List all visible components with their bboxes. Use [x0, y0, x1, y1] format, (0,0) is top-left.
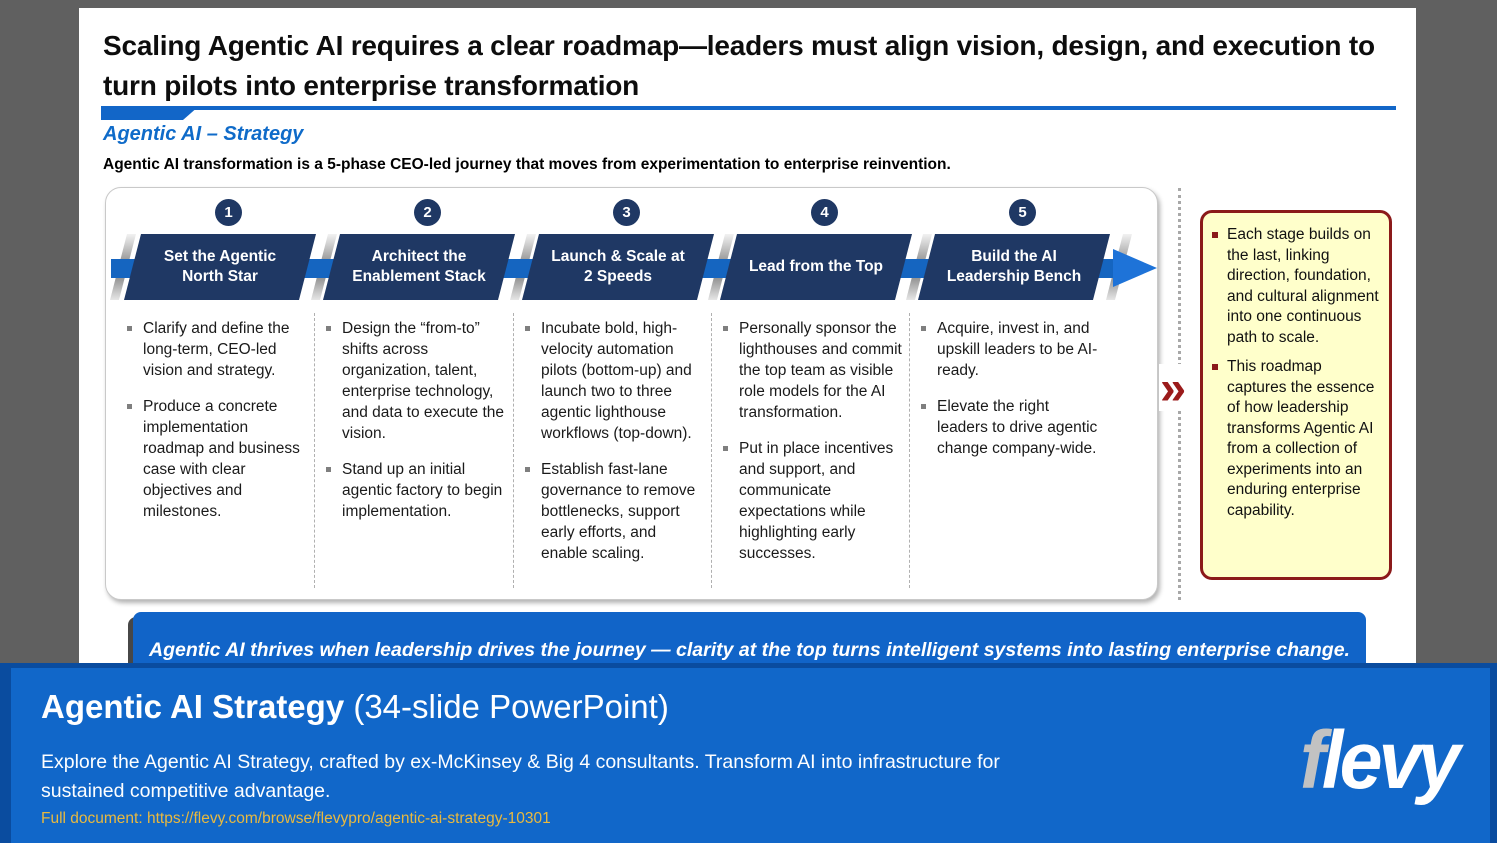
column-divider: [711, 313, 712, 588]
bullet-item: Elevate the right leaders to drive agent…: [920, 396, 1100, 459]
phase-2-title: Architect the Enablement Stack: [352, 248, 486, 285]
title-underline-thick: [101, 106, 199, 120]
column-divider: [314, 313, 315, 588]
phase-1-number-badge: 1: [215, 199, 242, 226]
bullet-item: Incubate bold, high-velocity automation …: [524, 318, 704, 444]
takeaway-text: Agentic AI thrives when leadership drive…: [149, 639, 1350, 661]
bullet-item: Acquire, invest in, and upskill leaders …: [920, 318, 1100, 381]
phase-4-title: Lead from the Top: [748, 258, 884, 275]
phase-1-details: Clarify and define the long-term, CEO-le…: [126, 318, 306, 537]
phase-4-details: Personally sponsor the lighthouses and c…: [722, 318, 902, 579]
column-divider: [513, 313, 514, 588]
phase-5-details: Acquire, invest in, and upskill leaders …: [920, 318, 1100, 474]
bullet-item: Clarify and define the long-term, CEO-le…: [126, 318, 306, 381]
phase-2-number-badge: 2: [414, 199, 441, 226]
document-title: Agentic AI Strategy (34-slide PowerPoint…: [41, 688, 669, 726]
slide-intro: Agentic AI transformation is a 5-phase C…: [103, 156, 951, 173]
flevy-logo-rest: levy: [1321, 715, 1461, 806]
document-link-label: Full document:: [41, 810, 147, 827]
phase-2-chevron: Architect the Enablement Stack: [323, 234, 515, 300]
flevy-logo-f: f: [1300, 715, 1326, 806]
phase-3-details: Incubate bold, high-velocity automation …: [524, 318, 704, 579]
phase-1-title: Set the Agentic North Star: [163, 248, 277, 285]
bullet-item: Produce a concrete implementation roadma…: [126, 396, 306, 522]
phase-3-chevron: Launch & Scale at 2 Speeds: [522, 234, 714, 300]
phase-1-chevron: Set the Agentic North Star: [124, 234, 316, 300]
slide-subtitle: Agentic AI – Strategy: [103, 123, 304, 145]
slide-preview: Scaling Agentic AI requires a clear road…: [79, 8, 1416, 674]
promo-footer: Agentic AI Strategy (34-slide PowerPoint…: [0, 663, 1497, 843]
bullet-item: Establish fast-lane governance to remove…: [524, 459, 704, 564]
column-divider: [909, 313, 910, 588]
phase-4-number-badge: 4: [811, 199, 838, 226]
flevy-logo: flevy: [1300, 720, 1461, 802]
double-chevron-icon: »: [1159, 361, 1188, 414]
phase-4-chevron: Lead from the Top: [720, 234, 912, 300]
document-link-row: Full document: https://flevy.com/browse/…: [41, 810, 551, 828]
note-bullet: This roadmap captures the essence of how…: [1212, 357, 1383, 521]
phase-5-chevron: Build the AI Leadership Bench: [918, 234, 1110, 300]
phase-3-title: Launch & Scale at 2 Speeds: [551, 248, 685, 285]
timeline-arrow-icon: [1113, 249, 1157, 287]
document-link-url[interactable]: https://flevy.com/browse/flevypro/agenti…: [146, 810, 551, 827]
phase-3-number-badge: 3: [613, 199, 640, 226]
document-title-suffix: (34-slide PowerPoint): [344, 688, 669, 725]
slide-title: Scaling Agentic AI requires a clear road…: [103, 30, 1375, 101]
title-underline: [101, 106, 1396, 120]
promo-footer-panel: Agentic AI Strategy (34-slide PowerPoint…: [11, 668, 1490, 843]
bullet-item: Stand up an initial agentic factory to b…: [325, 459, 505, 522]
roadmap-panel: 1 2 3 4 5 Set the Agentic North Star Arc…: [105, 187, 1158, 600]
phase-2-details: Design the “from-to” shifts across organ…: [325, 318, 505, 537]
phase-5-title: Build the AI Leadership Bench: [946, 248, 1082, 285]
document-description: Explore the Agentic AI Strategy, crafted…: [41, 751, 1000, 802]
phase-5-number-badge: 5: [1009, 199, 1036, 226]
bullet-item: Personally sponsor the lighthouses and c…: [722, 318, 902, 423]
note-bullet: Each stage builds on the last, linking d…: [1212, 225, 1383, 348]
bullet-item: Put in place incentives and support, and…: [722, 438, 902, 564]
key-insight-note: Each stage builds on the last, linking d…: [1200, 210, 1392, 580]
bullet-item: Design the “from-to” shifts across organ…: [325, 318, 505, 444]
title-underline-thin: [101, 106, 1396, 110]
document-title-main: Agentic AI Strategy: [41, 688, 345, 725]
